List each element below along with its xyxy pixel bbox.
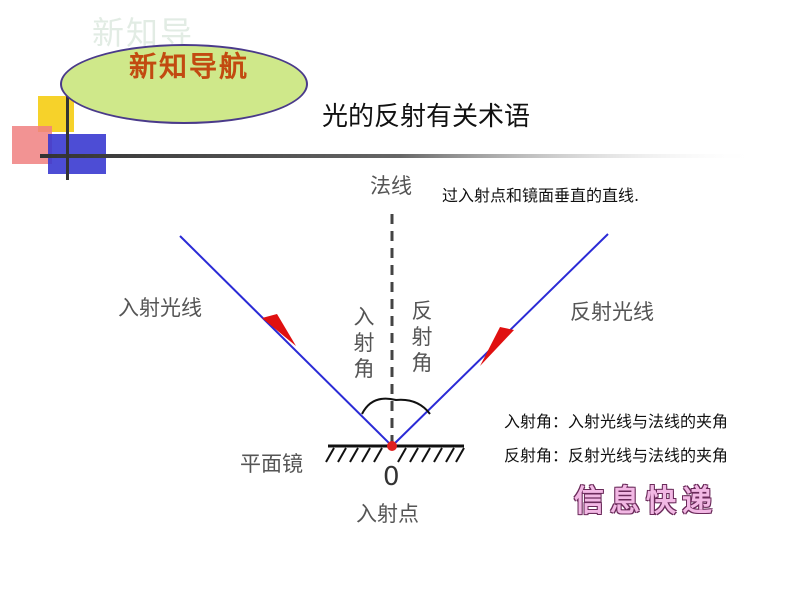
- incident-ray: [179, 235, 393, 447]
- reflected-ray-arrow: [480, 327, 514, 366]
- reflection-angle-definition: 反射角：反射光线与法线的夹角: [504, 446, 729, 465]
- section-badge-text: 新知导航: [128, 50, 249, 83]
- incidence-point-dot: [387, 441, 397, 451]
- angle-arc: [361, 397, 431, 415]
- incident-ray-label: 入射光线: [118, 296, 202, 320]
- normal-label: 法线: [370, 174, 412, 198]
- reflection-angle-label: 反射角: [411, 299, 433, 375]
- deco-vertical-rule: [66, 86, 69, 180]
- info-express-logo: 信息快递: [574, 484, 718, 519]
- section-badge: [60, 44, 308, 124]
- incident-ray-arrow: [262, 314, 296, 346]
- normal-definition: 过入射点和镜面垂直的直线.: [442, 186, 640, 205]
- origin-label: 0: [383, 462, 400, 492]
- incident-angle-label: 入射角: [353, 305, 375, 381]
- page-title: 光的反射有关术语: [322, 102, 531, 132]
- deco-header-rule: [40, 154, 760, 158]
- reflected-ray-label: 反射光线: [570, 300, 654, 324]
- incident-angle-definition: 入射角：入射光线与法线的夹角: [504, 412, 729, 431]
- mirror-hatching: [325, 447, 465, 463]
- incidence-point-label: 入射点: [356, 502, 419, 526]
- mirror-label: 平面镜: [240, 452, 303, 476]
